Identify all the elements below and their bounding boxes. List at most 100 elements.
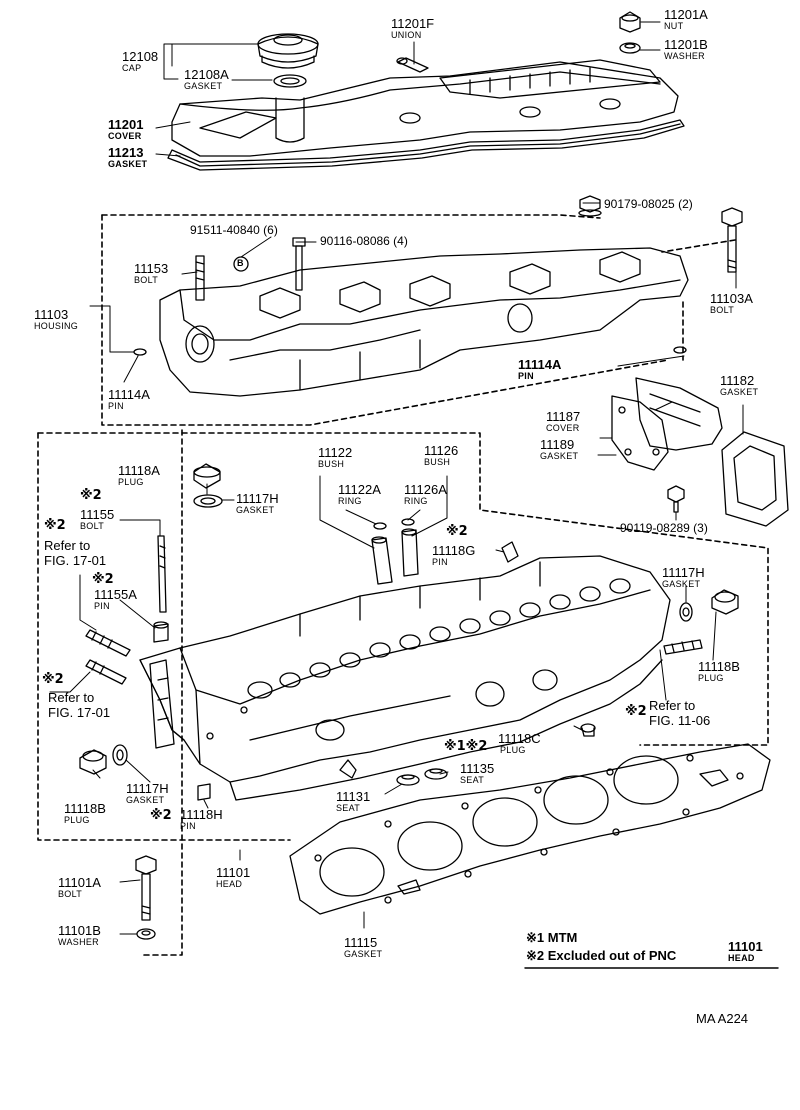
label-11103: 11103 HOUSING <box>34 308 78 331</box>
washer-drawing <box>619 42 641 54</box>
label-11118B-right: 11118B PLUG <box>698 660 740 683</box>
part-number: 11187 <box>546 409 581 424</box>
leader-lines <box>49 21 744 935</box>
pin-11118G-drawing <box>501 541 519 563</box>
cylinder-head-drawing <box>139 555 671 801</box>
label-11201B: 11201B WASHER <box>664 38 708 61</box>
label-11114A-left: 11114A PIN <box>108 388 150 411</box>
gasket-11117H-right-drawing <box>679 602 693 622</box>
part-name: GASKET <box>662 579 701 589</box>
figure-code: MA A224 <box>696 1011 749 1026</box>
label-11155A: 11155A PIN <box>94 588 137 611</box>
part-name: PIN <box>108 401 124 411</box>
part-number: 11118A <box>118 463 160 478</box>
part-name: PLUG <box>500 745 526 755</box>
label-11153: 11153 BOLT <box>134 262 168 285</box>
label-11182: 11182 GASKET <box>720 374 758 397</box>
plug-11118B-right-drawing <box>711 589 739 615</box>
part-number: 11114A <box>518 357 562 372</box>
label-90119: 90119-08289 (3) <box>620 522 708 534</box>
label-11135: 11135 SEAT <box>460 762 494 785</box>
refer-line: FIG. 17-01 <box>48 705 111 720</box>
note-mark: ※2 <box>92 572 114 587</box>
camshaft-housing-drawing <box>159 247 689 397</box>
union-drawing <box>396 57 429 73</box>
part-number: 90116-08086 (4) <box>320 234 408 248</box>
pin-11118H-drawing <box>197 783 211 801</box>
part-number: 11213 <box>108 145 144 160</box>
part-name: GASKET <box>236 505 275 515</box>
part-number: 11155A <box>94 587 137 602</box>
part-number: 11201A <box>664 7 708 22</box>
note-mark: ※2 <box>80 488 102 503</box>
gasket-11189-drawing <box>611 395 669 471</box>
label-90179: 90179-08025 (2) <box>604 198 693 210</box>
bolt-11153-drawing <box>195 255 205 301</box>
part-name: GASKET <box>344 949 383 959</box>
cylinder-head-cover-drawing <box>171 59 679 157</box>
note-mark: ※2 <box>150 808 172 823</box>
part-number: 11115 <box>344 935 378 950</box>
bolt-11101A-drawing <box>135 855 157 921</box>
label-11118H: 11118H PIN <box>180 808 223 831</box>
cover-gasket-drawing <box>167 119 685 171</box>
part-name: BOLT <box>134 275 159 285</box>
note-mark: ※2 <box>42 672 64 687</box>
part-name: BOLT <box>58 889 83 899</box>
bolt-90119-drawing <box>667 485 685 513</box>
gasket-11117H-top-drawing <box>193 494 223 508</box>
legend-mtm: ※1 MTM <box>526 930 578 945</box>
part-name: GASKET <box>126 795 165 805</box>
pnc-name: HEAD <box>728 953 755 963</box>
oil-filler-cap-drawing <box>257 33 319 69</box>
bolt-90116-drawing <box>292 237 306 291</box>
part-number: 11101B <box>58 923 101 938</box>
part-name: CAP <box>122 63 142 73</box>
plug-11118A-drawing <box>193 463 221 489</box>
label-11115: 11115 GASKET <box>344 936 382 959</box>
part-number: 12108 <box>122 49 159 64</box>
part-number: 11117H <box>236 491 279 506</box>
label-11126A: 11126A RING <box>404 483 447 506</box>
label-11114A-right: 11114A PIN <box>518 358 561 381</box>
bush-11122-drawing <box>371 536 393 585</box>
part-number: 11101 <box>216 865 251 880</box>
label-11122A: 11122A RING <box>338 483 381 506</box>
cap-gasket-drawing <box>273 74 307 88</box>
housing-group-box <box>101 214 736 426</box>
part-name: RING <box>404 496 428 506</box>
note-mark: ※1※2 <box>444 739 488 754</box>
pin-11155A-drawing <box>153 621 169 643</box>
part-number: 11201F <box>391 16 435 31</box>
part-name: SEAT <box>460 775 485 785</box>
label-11101A: 11101A BOLT <box>58 876 101 899</box>
callout-b: B <box>237 258 244 268</box>
part-number: 12108A <box>184 67 229 82</box>
part-number: 11126 <box>424 443 459 458</box>
bolt-90179-drawing <box>578 195 602 217</box>
nut-drawing <box>619 11 641 33</box>
part-number: 90119-08289 (3) <box>620 521 708 535</box>
part-name: PLUG <box>118 477 144 487</box>
label-11118B-left: 11118B PLUG <box>64 802 106 825</box>
part-name: BOLT <box>710 305 735 315</box>
label-12108: 12108 CAP <box>122 50 158 73</box>
label-91511: 91511-40840 (6) <box>190 224 278 236</box>
stud-right-drawing <box>663 639 703 655</box>
part-name: GASKET <box>540 451 579 461</box>
refer-line: Refer to <box>48 690 95 705</box>
legend-excluded: ※2 Excluded out of PNC <box>526 948 677 963</box>
head-group-box <box>37 429 769 956</box>
head-gasket-drawing <box>289 743 771 915</box>
refer-line: FIG. 17-01 <box>44 553 107 568</box>
part-name: GASKET <box>720 387 759 397</box>
part-number: 11118G <box>432 543 476 558</box>
seat-11135-drawing <box>424 768 448 780</box>
part-number: 11117H <box>662 565 705 580</box>
refer-note-c: Refer to FIG. 11-06 <box>649 698 710 728</box>
stud-left-lower-drawing <box>85 659 127 685</box>
gasket-11117H-left-drawing <box>112 744 128 766</box>
label-11201F: 11201F UNION <box>391 17 434 40</box>
